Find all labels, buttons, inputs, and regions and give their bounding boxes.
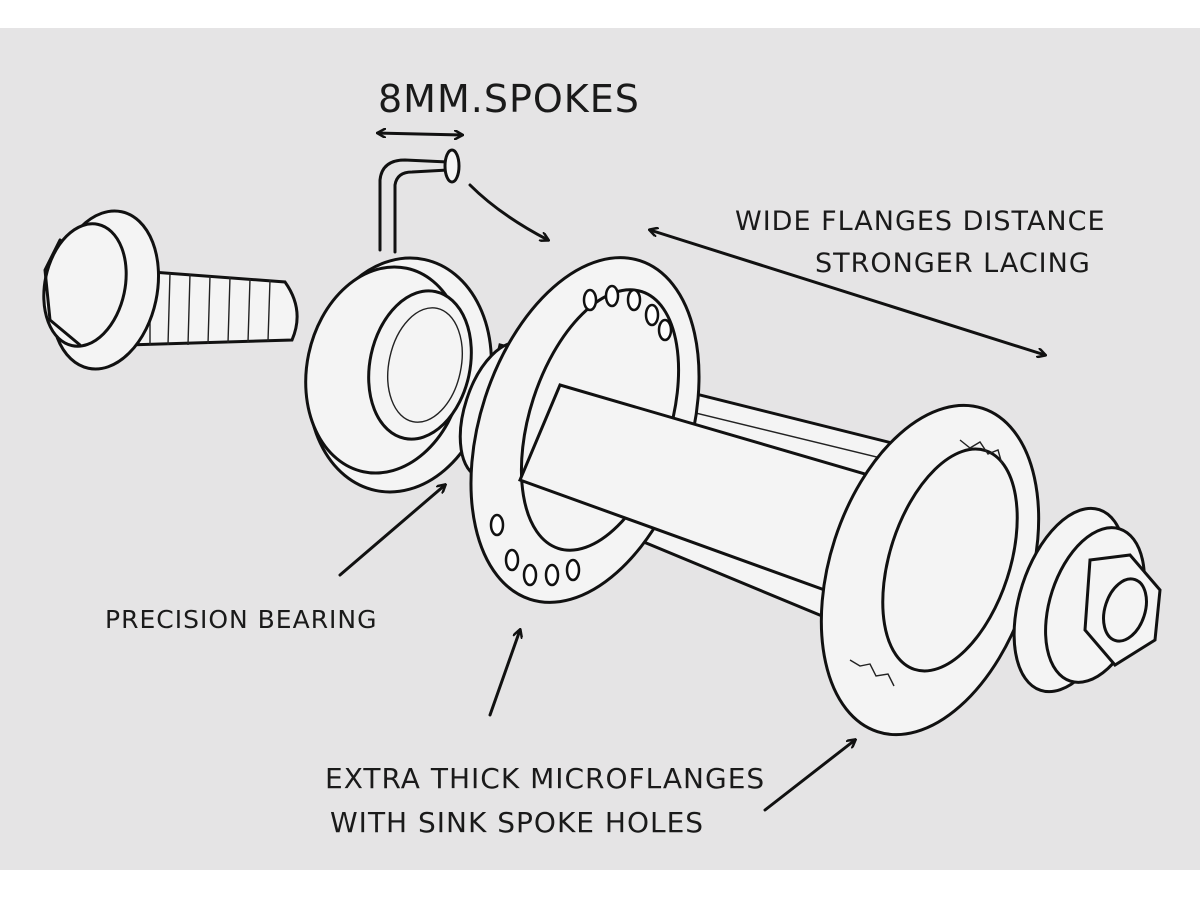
spoke-width-arrow [378, 133, 462, 135]
label-spokes: 8MM.SPOKES [378, 77, 640, 121]
hub-body [458, 256, 1162, 737]
label-flange-distance-1: WIDE FLANGES DISTANCE [735, 206, 1106, 237]
bearing-arrow [338, 485, 445, 577]
label-microflanges-2: WITH SINK SPOKE HOLES [330, 806, 704, 839]
label-bearing: PRECISION BEARING [105, 605, 378, 634]
label-flange-distance-2: STRONGER LACING [815, 248, 1091, 279]
axle-bolt [42, 209, 299, 371]
microflange-arrow-left [488, 630, 520, 717]
microflange-arrow-right [763, 740, 855, 812]
spoke [378, 158, 450, 252]
flange-distance-arrow [650, 230, 1045, 355]
spoke-arrow [468, 183, 548, 240]
label-microflanges-1: EXTRA THICK MICROFLANGES [325, 762, 765, 795]
